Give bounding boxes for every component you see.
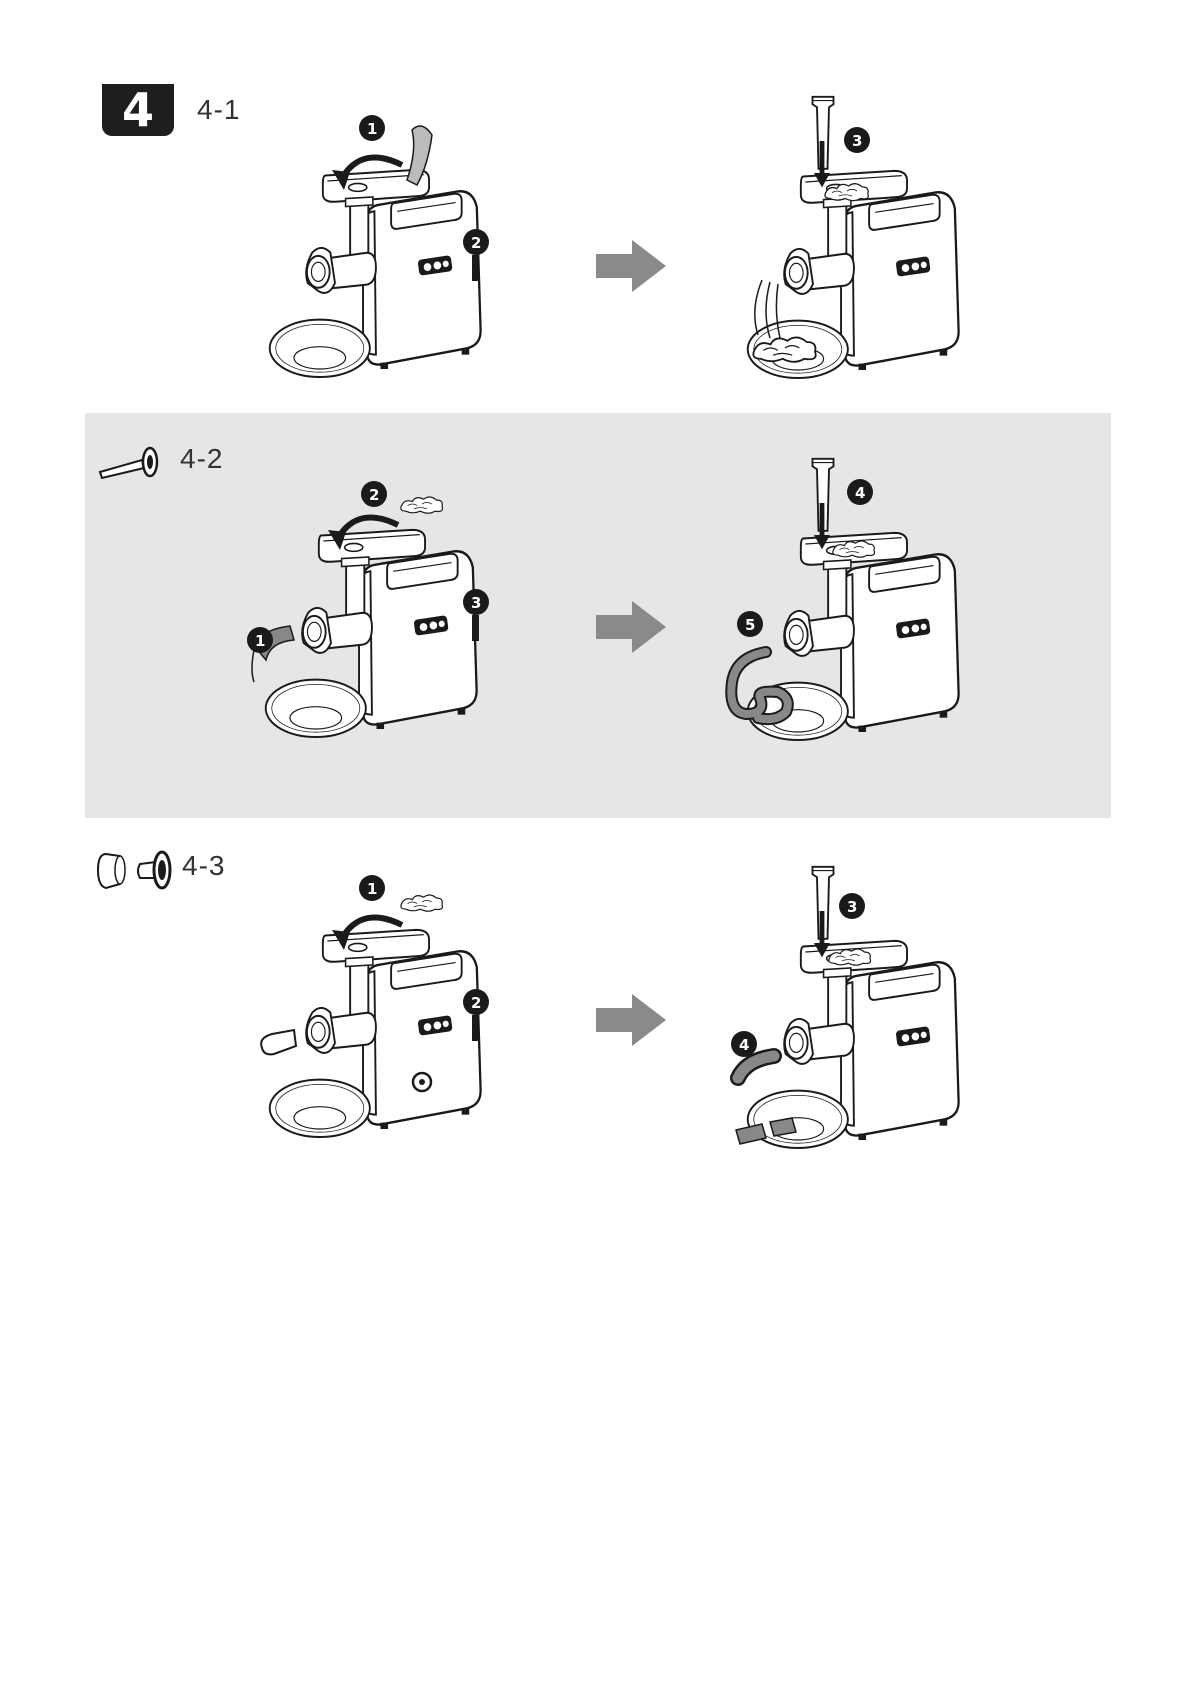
marker-3-label: 3 <box>852 132 862 150</box>
grinder-sausage-output-illustration: 4 5 <box>696 452 1026 782</box>
marker-4-label: 4 <box>739 1036 749 1054</box>
grinder-kebbe-output-illustration: 3 4 <box>696 860 1026 1180</box>
section-number-badge: 4 <box>102 84 174 136</box>
marker-3-label: 3 <box>471 594 481 612</box>
marker-2-label: 2 <box>471 234 481 252</box>
next-step-arrow-icon <box>596 601 666 653</box>
step-label-4-2: 4-2 <box>180 443 223 475</box>
marker-1-label: 1 <box>367 120 377 138</box>
marker-2-label: 2 <box>369 486 379 504</box>
marker-3-label: 3 <box>847 898 857 916</box>
next-step-arrow-icon <box>596 994 666 1046</box>
grinder-feed-meat-illustration: 1 2 <box>232 110 542 410</box>
marker-1-label: 1 <box>255 632 265 650</box>
step-label-4-3: 4-3 <box>182 850 225 882</box>
marker-1-label: 1 <box>367 880 377 898</box>
sausage-nozzle-icon <box>98 444 164 480</box>
grinder-mince-output-illustration: 3 <box>710 90 1020 410</box>
next-step-arrow-icon <box>596 240 666 292</box>
marker-2-label: 2 <box>471 994 481 1012</box>
kebbe-attachment-icon <box>96 848 184 894</box>
marker-5-label: 5 <box>745 616 755 634</box>
grinder-casing-illustration: 2 1 3 <box>228 470 542 770</box>
grinder-kebbe-feed-illustration: 1 2 <box>232 870 542 1170</box>
marker-4-label: 4 <box>855 484 865 502</box>
